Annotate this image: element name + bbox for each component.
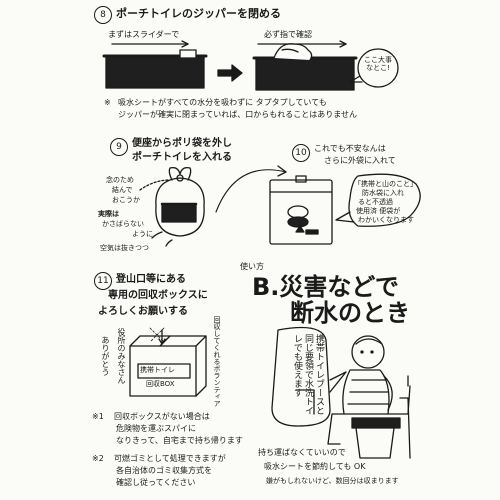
footnote-2-mark: ※2 (92, 454, 104, 463)
outer-bag-illustration (215, 165, 333, 245)
knot-label-line3: おこうか (112, 196, 140, 204)
step-8-left-caption: まずはスライダーで (108, 30, 180, 39)
step-9-number: 9 (110, 138, 128, 156)
footnote-1-line2: 危険物を運ぶスパイに (116, 424, 196, 433)
box-label-line1: 携帯トイレ (140, 366, 175, 374)
step-10-title-line1: これでも不安なんは (314, 144, 386, 153)
knot-label-line2: 結んで (112, 186, 133, 194)
footnote-2-line2: 各自治体のゴミ収集方式を (116, 466, 212, 475)
bubble10-line4: 使用済 便袋が (356, 207, 401, 215)
footnote-2-line3: 確認し従ってください (116, 478, 196, 487)
bubble10-line5: わかいくなります (358, 216, 414, 224)
step-11-title-line1: 登山口等にある (116, 274, 186, 285)
important-bubble-text: ここ大事なとこ! (364, 56, 392, 72)
bubble10-line2: 防水袋に入れ (362, 189, 404, 197)
footnote-1-line1: 回収ボックスがない場合は (114, 412, 210, 421)
important-speech-bubble (349, 48, 399, 88)
note-speech-bubble (335, 173, 421, 227)
knot-label-line1: 念のため (106, 176, 134, 184)
step-8-right-caption: 必ず指で確認 (264, 30, 312, 39)
step-9-title-line1: 便座からポリ袋を外し (132, 138, 232, 149)
section-b-caption-line3: 嫌がもしれないけど、数回分は収まります (266, 477, 399, 485)
box-label-line2: 回収BOX (146, 380, 175, 388)
footnote-1-mark: ※1 (92, 412, 104, 421)
step-8-number: 8 (94, 6, 112, 24)
step-10-number: 10 (292, 144, 310, 162)
air-label-line3: ように (132, 230, 153, 238)
bubble10-line1: 「携帯と山のこと」 (354, 180, 417, 188)
pouch-finger-check-illustration (252, 40, 358, 91)
speech-bubble-b-text: 携帯トイレブースと同じ要領で水洗トイレでも使えます (292, 334, 324, 415)
vertical-staff-text: 役所のみなさん (117, 328, 126, 384)
footnote-1-line3: なりきって、自宅まで持ち帰ります (116, 436, 243, 445)
section-b-title-line1: B.災害などで (252, 273, 399, 301)
footnote-2-line1: 可燃ゴミとして処理できますが (114, 454, 226, 463)
section-b-caption-line2: 吸水シートを節約しても OK (264, 462, 366, 471)
step-9-title-line2: ポーチトイレを入れる (132, 152, 232, 163)
step-11-title-line2: 専用の回収ボックスに (108, 290, 208, 301)
section-b-title-line2: 断水のとき (290, 299, 410, 327)
step-8-note-mark: ※ (104, 98, 111, 107)
vertical-thanks-text: ありがとう (101, 336, 110, 376)
step-10-title-line2: さらに外袋に入れて (324, 156, 396, 165)
collection-box-illustration (129, 327, 207, 397)
tied-bag-illustration (139, 166, 205, 247)
air-label-line4: 空気は抜きつつ (100, 244, 149, 252)
arrow-right-icon (217, 64, 243, 82)
step-8-note-line1: 吸水シートがすべての水分を吸わずに タプタプしていても (118, 98, 327, 107)
section-b-subtitle: 使い方 (240, 262, 264, 271)
step-8-note-line2: ジッパーが確実に閉まっていれば、口からもれることはありません (118, 110, 358, 119)
bubble10-line3: ると不透過 (358, 198, 393, 206)
person-on-toilet-illustration (295, 335, 411, 459)
step-11-number: 11 (94, 272, 112, 290)
step-11-title-line3: よろしくお願いする (98, 306, 188, 317)
air-label-line2: かさばらない (102, 220, 144, 228)
speech-bubble-b (271, 326, 347, 427)
section-b-caption-line1: 持ち運ばなくていいので (258, 448, 346, 457)
step-8-title: ポーチトイレのジッパーを閉める (116, 7, 281, 20)
pouch-slider-illustration (102, 40, 208, 89)
vertical-volunteer-text: 回収してくれるボランティア (213, 316, 221, 407)
air-label-line1: 実際は (98, 210, 119, 218)
